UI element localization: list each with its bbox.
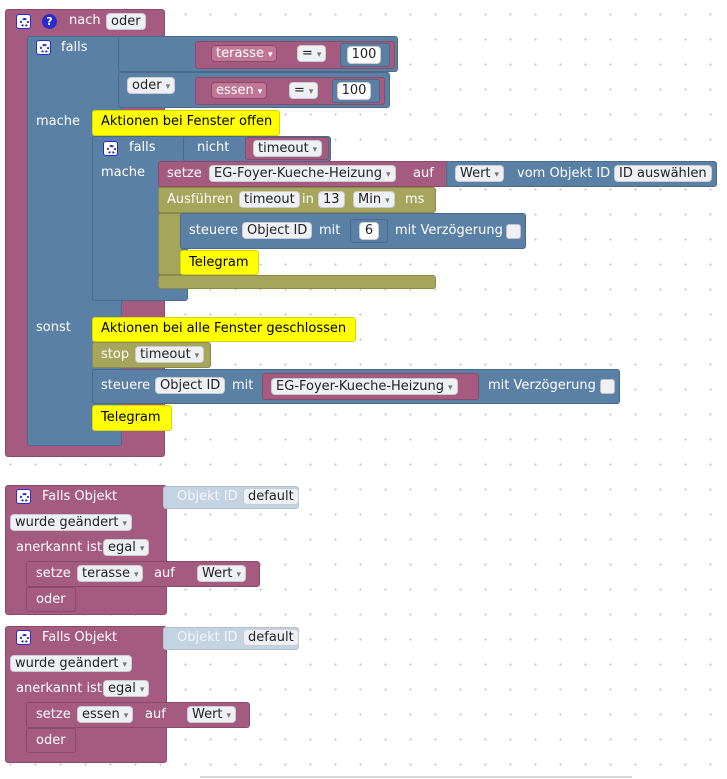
objekt-id-label: Objekt ID: [177, 630, 238, 645]
anerkannt-label: anerkannt ist: [16, 540, 103, 555]
mit-label: mit: [232, 378, 254, 393]
telegram-label: Telegram: [189, 255, 249, 270]
anerkannt-label: anerkannt ist: [16, 681, 103, 696]
stop-label: stop: [101, 347, 130, 362]
telegram-label: Telegram: [101, 410, 161, 425]
auf-label: auf: [154, 566, 175, 581]
wert-dropdown[interactable]: Wert▾: [455, 165, 505, 182]
oder-label: oder: [36, 592, 66, 607]
operator-dropdown[interactable]: =▾: [289, 82, 319, 99]
gear-icon[interactable]: [103, 141, 118, 156]
wert-dropdown[interactable]: Wert▾: [187, 706, 237, 723]
gear-icon[interactable]: [16, 489, 31, 504]
steuere-label: steuere: [189, 223, 239, 238]
change-mode-dropdown[interactable]: wurde geändert▾: [10, 514, 133, 531]
oder-block[interactable]: [26, 587, 76, 612]
object-id-select[interactable]: Object ID: [155, 377, 226, 394]
ausfuehren-label: Ausführen: [167, 192, 234, 207]
ack-dropdown[interactable]: egal▾: [103, 539, 150, 556]
wert-dropdown[interactable]: Wert▾: [197, 565, 247, 582]
checkbox[interactable]: [600, 379, 615, 394]
telegram-block[interactable]: [92, 405, 172, 431]
sonst-label: sonst: [36, 320, 71, 335]
ausfuehren-body: [158, 213, 182, 275]
target-dropdown[interactable]: EG-Foyer-Kueche-Heizung▾: [209, 165, 396, 182]
oder-label: oder: [36, 733, 66, 748]
objekt-id-field[interactable]: default: [243, 629, 299, 646]
objekt-id-field[interactable]: default: [243, 488, 299, 505]
object-id-select[interactable]: Object ID: [242, 222, 313, 239]
oder-block[interactable]: [26, 728, 76, 753]
falls-label: falls: [61, 40, 88, 55]
operator-dropdown[interactable]: =▾: [297, 45, 327, 62]
target-dropdown[interactable]: EG-Foyer-Kueche-Heizung▾: [271, 378, 458, 395]
mache-label: mache: [36, 114, 81, 129]
ms-label: ms: [405, 192, 425, 207]
ack-dropdown[interactable]: egal▾: [103, 680, 150, 697]
number-input[interactable]: 100: [347, 46, 381, 64]
variable-dropdown[interactable]: terasse▾: [211, 45, 278, 62]
setze-label: setze: [167, 166, 202, 181]
verzoegerung-label: mit Verzögerung: [395, 223, 503, 238]
falls-objekt-label: Falls Objekt: [42, 630, 118, 645]
mit-label: mit: [319, 223, 341, 238]
number-input[interactable]: 100: [337, 82, 371, 100]
variable-dropdown[interactable]: timeout▾: [253, 140, 323, 157]
mache-label: mache: [101, 165, 146, 180]
number-input[interactable]: 6: [359, 222, 379, 240]
timer-name-field[interactable]: timeout: [239, 191, 300, 208]
falls-label: falls: [129, 140, 156, 155]
variable-dropdown[interactable]: essen▾: [77, 706, 134, 723]
auf-label: auf: [413, 166, 434, 181]
ausfuehren-footer: [158, 275, 436, 289]
setze-label: setze: [36, 707, 71, 722]
nach-label: nach: [69, 13, 101, 28]
objekt-id-label: Objekt ID: [177, 489, 238, 504]
vom-objekt-label: vom Objekt ID: [517, 166, 611, 181]
unit-dropdown[interactable]: Min▾: [353, 191, 395, 208]
gear-icon[interactable]: [16, 630, 31, 645]
help-icon[interactable]: ?: [42, 14, 57, 29]
comment-block[interactable]: [92, 317, 356, 342]
gear-icon[interactable]: [16, 14, 31, 29]
comment-text: Aktionen bei alle Fenster geschlossen: [101, 321, 347, 336]
comment-block[interactable]: [92, 110, 280, 136]
nach-selector-dropdown[interactable]: oder: [106, 13, 146, 30]
falls-objekt-label: Falls Objekt: [42, 489, 118, 504]
horizontal-scrollbar[interactable]: [200, 776, 632, 778]
delay-amount-input[interactable]: 13: [318, 191, 345, 208]
timer-dropdown[interactable]: timeout▾: [135, 346, 205, 363]
steuere-label: steuere: [101, 378, 151, 393]
gear-icon[interactable]: [36, 40, 51, 55]
change-mode-dropdown[interactable]: wurde geändert▾: [10, 655, 133, 672]
verzoegerung-label: mit Verzögerung: [488, 378, 596, 393]
comment-text: Aktionen bei Fenster offen: [101, 114, 273, 129]
auf-label: auf: [145, 707, 166, 722]
telegram-block[interactable]: [180, 250, 259, 275]
oder-operator-dropdown[interactable]: oder▾: [127, 77, 176, 94]
variable-dropdown[interactable]: terasse▾: [77, 565, 144, 582]
checkbox[interactable]: [506, 224, 521, 239]
id-select-button[interactable]: ID auswählen: [614, 165, 712, 182]
setze-label: setze: [36, 566, 71, 581]
nicht-label: nicht: [197, 140, 230, 155]
variable-dropdown[interactable]: essen▾: [211, 82, 268, 99]
in-label: in: [302, 192, 314, 207]
